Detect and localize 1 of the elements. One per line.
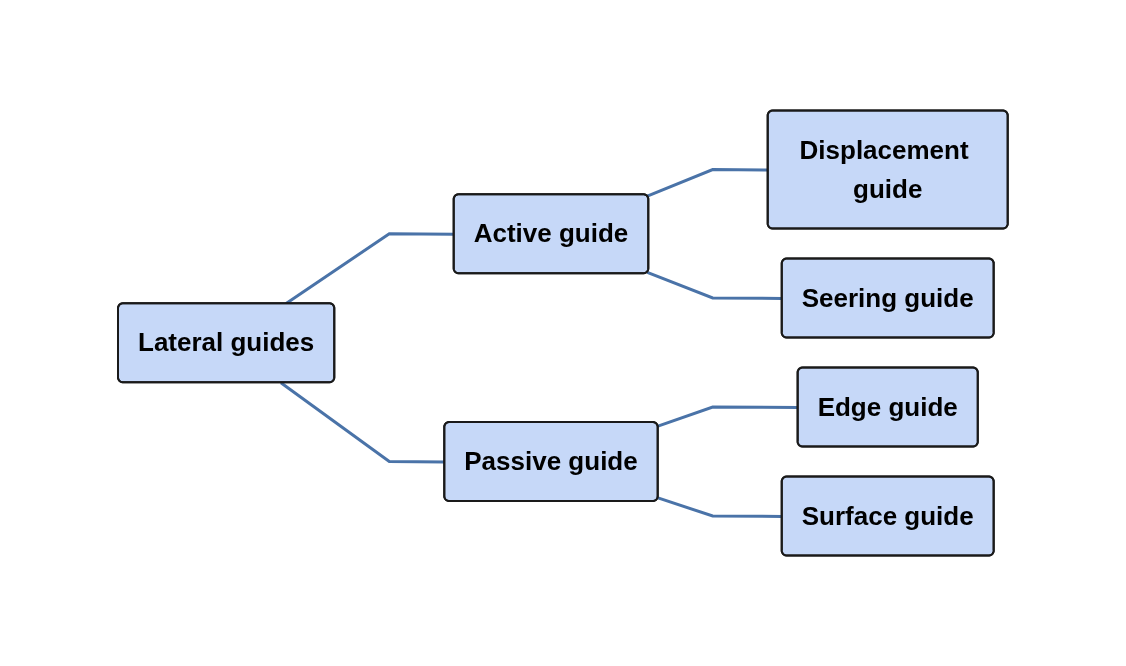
connector: [280, 381, 445, 464]
